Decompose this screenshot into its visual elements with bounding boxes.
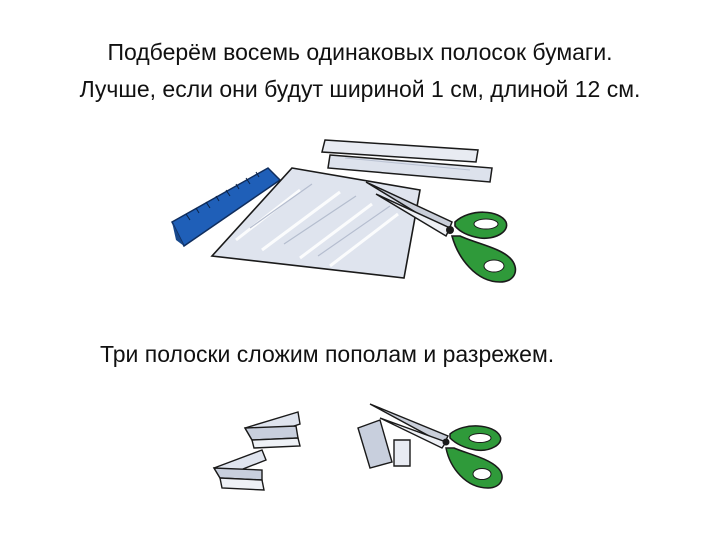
scissors-icon	[365, 181, 517, 283]
paper-sheet-icon	[210, 167, 421, 279]
instruction-line-2: Лучше, если они будут шириной 1 см, длин…	[79, 76, 641, 102]
folded-strip-icon	[212, 449, 267, 491]
instruction-line-1: Подберём восемь одинаковых полосок бумаг…	[107, 39, 613, 65]
instruction-line-3: Три полоски сложим пополам и разрежем.	[100, 341, 555, 367]
scissors-icon	[369, 403, 503, 489]
paper-strip-icon	[357, 419, 411, 469]
ruler-icon	[171, 167, 282, 248]
folded-strip-icon	[243, 411, 301, 449]
paper-strip-icon	[321, 139, 493, 183]
